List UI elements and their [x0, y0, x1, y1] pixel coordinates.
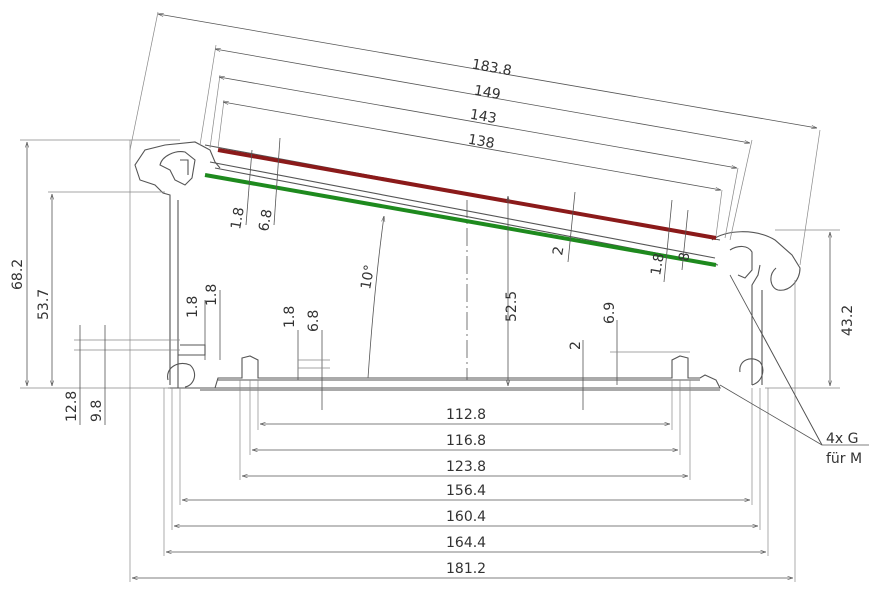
- note-line-2: für M: [826, 451, 862, 467]
- dim-inner-1-8-b: 1.8: [204, 284, 220, 306]
- dim-123-8: 123.8: [446, 459, 486, 475]
- dim-inner-2: 2: [568, 341, 584, 350]
- green-panel: [204, 173, 717, 267]
- inner-dimension-lines: [204, 196, 690, 410]
- dim-138: 138: [467, 132, 496, 152]
- dim-112-8: 112.8: [446, 407, 486, 423]
- dim-156-4: 156.4: [446, 483, 486, 499]
- dim-inner-1-8-c: 1.8: [282, 306, 298, 328]
- dim-149: 149: [473, 83, 502, 103]
- dim-52-5: 52.5: [504, 291, 520, 322]
- left-dimension-lines: [20, 139, 180, 425]
- dim-slope-1-8-right: 1.8: [648, 252, 668, 277]
- note-leaders: [719, 274, 869, 446]
- dim-43-2: 43.2: [840, 305, 856, 336]
- dim-164-4: 164.4: [446, 535, 486, 551]
- right-dimension-lines: [765, 229, 840, 389]
- bottom-dimension-lines: [129, 140, 796, 582]
- dim-116-8: 116.8: [446, 433, 486, 449]
- red-panel: [217, 148, 717, 240]
- dim-slope-6-8: 6.8: [256, 208, 276, 233]
- note-line-1: 4x G: [826, 431, 859, 447]
- dim-12-8: 12.8: [64, 391, 80, 422]
- dim-slope-8-right: 8: [676, 251, 693, 263]
- dim-6-9: 6.9: [602, 302, 618, 324]
- dim-143: 143: [469, 107, 498, 127]
- dim-inner-6-8: 6.8: [306, 310, 322, 332]
- dim-53-7: 53.7: [36, 289, 52, 320]
- dim-183-8: 183.8: [471, 57, 513, 80]
- dim-slope-2: 2: [550, 245, 567, 257]
- angle-label: 10°: [358, 263, 378, 290]
- dim-181-2: 181.2: [446, 561, 486, 577]
- dim-slope-1-8: 1.8: [228, 206, 248, 231]
- dim-inner-1-8-a: 1.8: [185, 296, 201, 318]
- dim-68-2: 68.2: [10, 259, 26, 290]
- dim-160-4: 160.4: [446, 509, 486, 525]
- top-dimension-lines: [129, 11, 821, 266]
- dim-9-8: 9.8: [89, 400, 105, 422]
